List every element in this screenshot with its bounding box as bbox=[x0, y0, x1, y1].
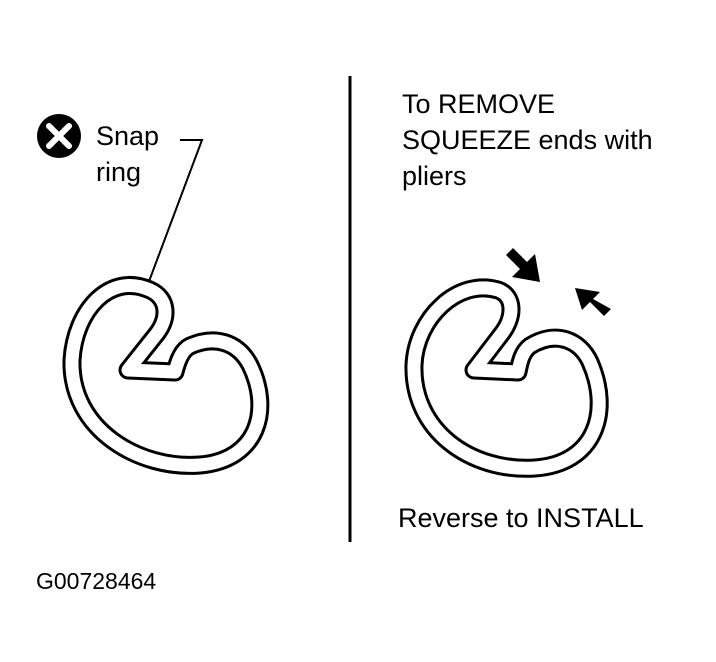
snap-ring-label: Snap ring bbox=[96, 118, 159, 190]
snap-ring-label-line-1: Snap bbox=[96, 121, 160, 151]
install-note: Reverse to INSTALL bbox=[398, 503, 644, 533]
snap-ring-right bbox=[404, 278, 609, 478]
remove-instructions: To REMOVE SQUEEZE ends with pliers bbox=[402, 86, 653, 194]
figure-id: G00728464 bbox=[36, 568, 157, 594]
remove-instructions-line-2: SQUEEZE ends with bbox=[402, 125, 653, 155]
remove-instructions-line-3: pliers bbox=[402, 161, 467, 191]
snap-ring-left bbox=[62, 276, 270, 475]
squeeze-arrow-lower bbox=[575, 288, 611, 316]
circled-x-icon bbox=[37, 114, 81, 158]
squeeze-arrow-upper bbox=[506, 248, 540, 282]
leader-line bbox=[147, 139, 204, 285]
remove-instructions-line-1: To REMOVE bbox=[402, 89, 556, 119]
snap-ring-label-line-2: ring bbox=[96, 157, 142, 187]
